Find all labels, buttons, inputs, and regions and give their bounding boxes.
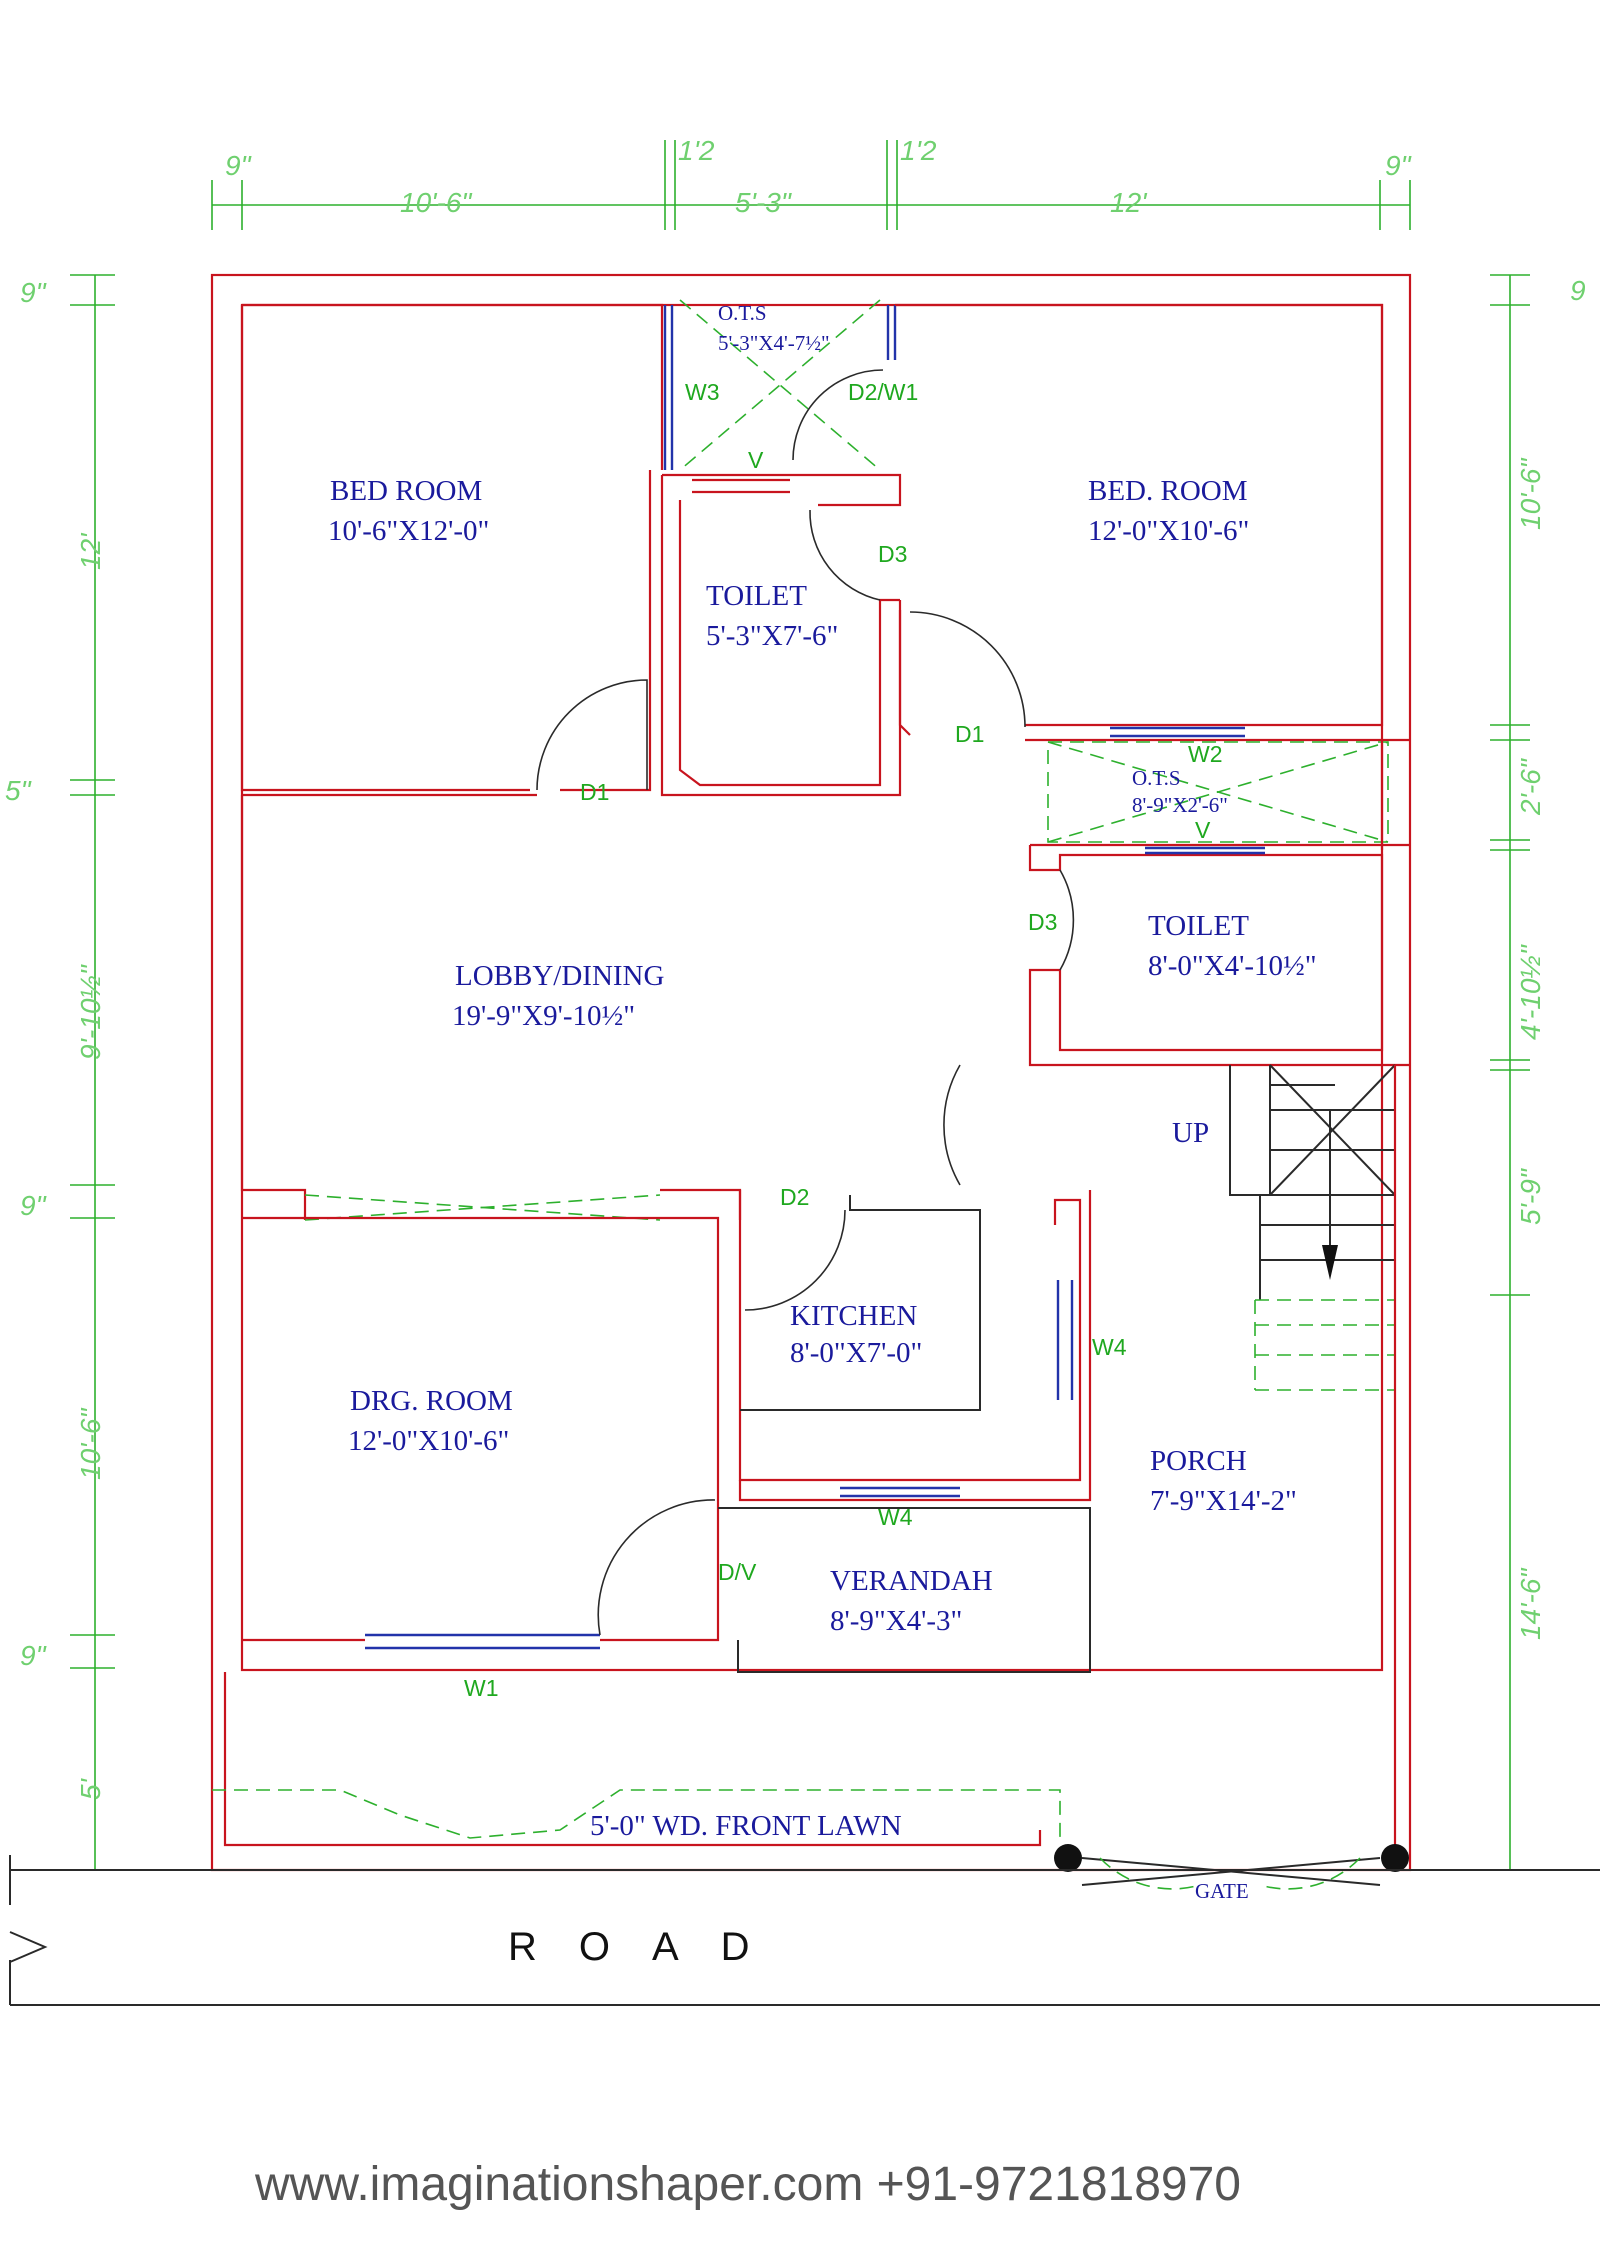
top-dimension-line: 9" 10'-6" 1'2 5'-3" 1'2 12' 9" — [211, 135, 1412, 230]
ots-top-name: O.T.S — [718, 301, 767, 325]
top-dim-6: 12' — [1110, 187, 1148, 218]
top-dim-5: 1'2 — [900, 135, 937, 166]
toilet-right-size: 8'-0"X4'-10½" — [1148, 950, 1317, 982]
ots-top: O.T.S 5'-3"X4'-7½" W3 D2/W1 V — [663, 299, 918, 473]
gate-label: GATE — [1195, 1879, 1249, 1903]
toilet-mid-name: TOILET — [706, 580, 807, 612]
front-lawn: 5'-0" WD. FRONT LAWN — [212, 1672, 1061, 1847]
left-dim-1: 9" — [20, 277, 47, 308]
road-label: ROAD — [508, 1925, 792, 1969]
lawn-label: 5'-0" WD. FRONT LAWN — [590, 1810, 902, 1842]
bed-left-name: BED ROOM — [330, 475, 482, 507]
tag-v-top: V — [748, 447, 764, 473]
bed-right-name: BED. ROOM — [1088, 475, 1248, 507]
verandah-size: 8'-9"X4'-3" — [830, 1605, 962, 1637]
porch: PORCH 7'-9"X14'-2" — [1150, 1065, 1397, 1850]
ots-top-size: 5'-3"X4'-7½" — [718, 331, 830, 355]
left-dim-4: 9'-10½" — [75, 964, 106, 1060]
ots-right-name: O.T.S — [1132, 766, 1181, 790]
top-dim-1: 9" — [225, 150, 252, 181]
lobby-name: LOBBY/DINING — [455, 960, 664, 992]
left-dim-5: 9" — [20, 1190, 47, 1221]
kitchen-size: 8'-0"X7'-0" — [790, 1337, 922, 1369]
tag-dv: D/V — [718, 1559, 757, 1585]
top-dim-7: 9" — [1385, 150, 1412, 181]
right-dim-3: 2'-6" — [1515, 758, 1546, 816]
gate: GATE — [1054, 1844, 1409, 1903]
road: ROAD — [9, 1855, 1600, 2006]
kitchen-name: KITCHEN — [790, 1300, 917, 1332]
right-dim-6: 14'-6" — [1515, 1568, 1546, 1640]
bed-left-size: 10'-6"X12'-0" — [328, 515, 489, 547]
right-dim-5: 5'-9" — [1515, 1168, 1546, 1225]
toilet-mid-size: 5'-3"X7'-6" — [706, 620, 838, 652]
left-dimension-line: 9" 12' 5" 9'-10½" 9" 10'-6" 9" 5' — [5, 274, 115, 1871]
right-dim-2: 10'-6" — [1515, 458, 1546, 530]
top-dim-3: 1'2 — [678, 135, 715, 166]
bed-room-right: D1 BED. ROOM 12'-0"X10'-6" — [895, 303, 1410, 747]
toilet-right: D3 TOILET 8'-0"X4'-10½" — [1028, 843, 1410, 1067]
tag-v-right: V — [1195, 817, 1211, 843]
footer-contact: www.imaginationshaper.com +91-9721818970 — [254, 2158, 1241, 2211]
tag-w2: W2 — [1188, 741, 1223, 767]
tag-d3-top: D3 — [878, 541, 907, 567]
ots-right: W2 O.T.S 8'-9"X2'-6" V — [1047, 740, 1389, 850]
verandah-name: VERANDAH — [830, 1565, 993, 1597]
tag-w1: W1 — [464, 1675, 499, 1701]
left-dim-3: 5" — [5, 775, 32, 806]
lobby: D1 LOBBY/DINING 19'-9"X9'-10½" — [240, 779, 961, 1221]
tag-d2w1: D2/W1 — [848, 379, 918, 405]
tag-w3: W3 — [685, 379, 720, 405]
tag-d3-right: D3 — [1028, 909, 1057, 935]
right-dim-1: 9 — [1570, 275, 1586, 306]
left-dim-6: 10'-6" — [75, 1408, 106, 1480]
lobby-size: 19'-9"X9'-10½" — [452, 1000, 635, 1032]
drg-size: 12'-0"X10'-6" — [348, 1425, 509, 1457]
tag-d1-right: D1 — [955, 721, 984, 747]
porch-size: 7'-9"X14'-2" — [1150, 1485, 1297, 1517]
tag-d2: D2 — [780, 1184, 809, 1210]
top-dim-2: 10'-6" — [400, 187, 472, 218]
porch-name: PORCH — [1150, 1445, 1247, 1477]
bed-room-left: BED ROOM 10'-6"X12'-0" — [240, 303, 664, 797]
bed-right-size: 12'-0"X10'-6" — [1088, 515, 1249, 547]
left-dim-7: 9" — [20, 1640, 47, 1671]
right-dim-4: 4'-10½" — [1515, 944, 1546, 1040]
ots-right-size: 8'-9"X2'-6" — [1132, 793, 1228, 817]
tag-d1-left: D1 — [580, 779, 609, 805]
left-dim-2: 12' — [75, 532, 106, 570]
toilet-right-name: TOILET — [1148, 910, 1249, 942]
staircase: UP — [1172, 1064, 1396, 1391]
toilet-middle: D3 TOILET 5'-3"X7'-6" — [660, 473, 907, 797]
drawing-room: W1 DRG. ROOM 12'-0"X10'-6" — [242, 1216, 720, 1701]
drg-name: DRG. ROOM — [350, 1385, 513, 1417]
right-dimension-line: 9 10'-6" 2'-6" 4'-10½" 5'-9" 14'-6" — [1490, 274, 1586, 1871]
tag-w4-right: W4 — [1092, 1334, 1127, 1360]
left-dim-8: 5' — [75, 1777, 106, 1800]
verandah: D/V VERANDAH 8'-9"X4'-3" — [718, 1507, 1091, 1673]
tag-up: UP — [1172, 1117, 1209, 1149]
kitchen: D2 W4 W4 KITCHEN 8'-0"X7'-0" — [738, 1184, 1127, 1530]
top-dim-4: 5'-3" — [735, 187, 792, 218]
